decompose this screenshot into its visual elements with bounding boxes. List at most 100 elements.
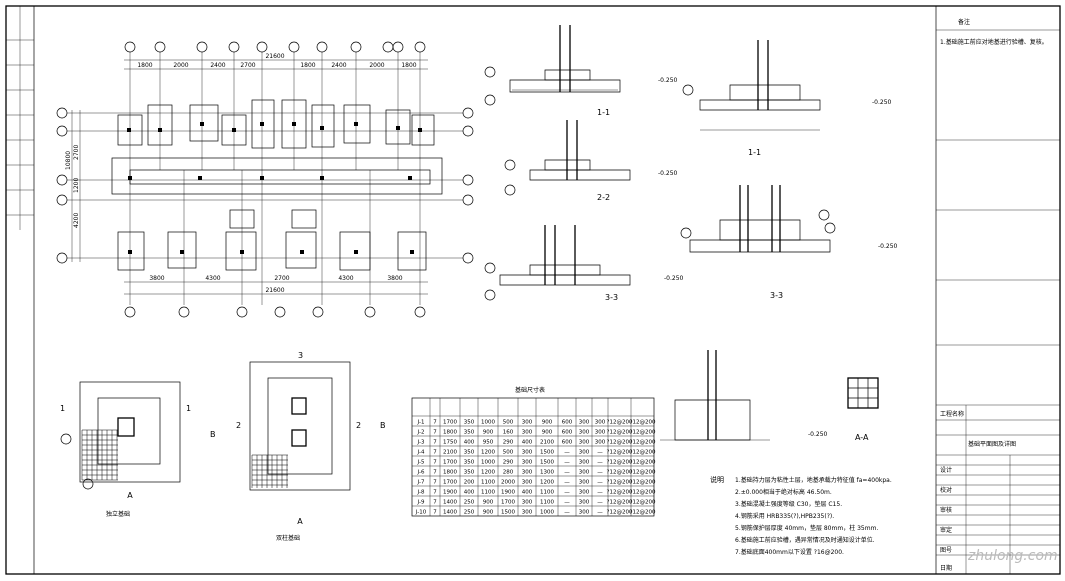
table-cell: 400 [464,490,475,496]
note-7: 7.基础底面400mm以下设置 ?16@200. [735,548,844,556]
note-4: 4.钢筋采用 HRB335(?),HPB235(?). [735,512,834,520]
table-cell: ?12@200 [630,460,656,466]
table-cell: ?12@200 [607,510,633,516]
table-cell: 300 [579,450,590,456]
table-cell: 500 [503,420,514,426]
table-cell: 300 [522,460,533,466]
note-6: 6.基础施工前应验槽，遇异常情况及时通知设计单位. [735,536,875,544]
table-cell: J-5 [417,460,425,466]
table-cell: 600 [562,430,573,436]
right-panel-title: 备注 [958,18,970,26]
dim-B-1: B [210,430,216,439]
table-cell: ?12@200 [607,500,633,506]
table-cell: 1300 [540,470,554,476]
note-2: 2.±0.000相当于绝对标高 46.50m. [735,488,832,496]
table-cell: ?12@200 [607,460,633,466]
table-cell: 2000 [501,480,515,486]
dim-left-1: 4200 [73,213,80,228]
table-cell: J-2 [417,430,425,436]
table-cell: 7 [433,470,437,476]
table-cell: 600 [562,440,573,446]
table-cell: 1100 [540,500,554,506]
right-panel-note: 1.基础施工前应对地基进行验槽、复核。 [940,38,1048,46]
table-cell: — [564,490,570,496]
table-cell: — [564,460,570,466]
grid-top-bubbles [124,41,426,53]
cut-label-1b: 1 [186,404,191,413]
table-cell: 300 [522,500,533,506]
table-cell: 300 [522,450,533,456]
table-cell: 1700 [501,500,515,506]
dim-A-1: A [127,491,133,500]
table-cell: 290 [503,440,514,446]
dim-top-total: 21600 [265,53,284,60]
table-cell: 300 [522,430,533,436]
table-cell: ?12@200 [607,420,633,426]
table-cell: ?12@200 [630,450,656,456]
table-cell: J-9 [417,500,425,506]
cut-label-1: 1 [60,404,65,413]
table-cell: 300 [579,420,590,426]
table-cell: ?12@200 [630,490,656,496]
table-cell: 500 [503,450,514,456]
table-cell: 900 [483,510,494,516]
title-block-5: 审核 [940,506,952,514]
table-cell: J-10 [415,510,427,516]
elev-6: -0.250 [808,431,828,438]
notes-label: 说明 [710,475,724,484]
table-cell: 350 [464,450,475,456]
notes-block: 说明 1.基础持力层为粘性土层，地基承载力特征值 fa=400kpa. 2.±0… [710,475,892,556]
table-cell: J-7 [417,480,425,486]
table-cell: 1400 [443,510,457,516]
table-cell: 300 [579,460,590,466]
table-cell: — [564,470,570,476]
section-label-5: 3-3 [770,291,783,300]
table-cell: 1400 [443,500,457,506]
dim-bottom-5: 3800 [387,275,402,282]
table-cell: ?12@200 [630,420,656,426]
table-cell: 300 [579,490,590,496]
cut-label-2b: 2 [356,421,361,430]
table-cell: 1000 [540,510,554,516]
dim-bottom-4: 4300 [338,275,353,282]
table-cell: 160 [503,430,514,436]
table-cell: 300 [595,420,606,426]
table-cell: 1700 [443,480,457,486]
table-cell: 900 [542,420,553,426]
table-cell: J-3 [417,440,425,446]
table-cell: 1750 [443,440,457,446]
table-cell: 250 [464,510,475,516]
table-cell: 300 [595,430,606,436]
table-cell: 1000 [481,460,495,466]
table-cell: 2100 [443,450,457,456]
table-cell: 7 [433,440,437,446]
table-cell: 300 [579,510,590,516]
table-cell: 1800 [443,470,457,476]
section-label-2: 2-2 [597,193,610,202]
section-aa: -0.250 A-A [660,350,879,442]
table-cell: 1500 [501,510,515,516]
dim-bottom-2: 4300 [205,275,220,282]
dim-A-2: A [297,517,303,526]
table-cell: 1800 [443,430,457,436]
cut-label-2: 2 [236,421,241,430]
rebar-grid-2 [251,454,288,488]
dim-left-3: 2700 [73,145,80,160]
table-cell: 1200 [481,470,495,476]
table-cell: — [597,510,603,516]
table-cell: 900 [483,430,494,436]
cut-label-3: 3 [298,351,303,360]
detail1-title: 独立基础 [106,510,130,518]
table-cell: — [597,470,603,476]
dim-top-4: 2700 [240,62,255,69]
table-cell: 300 [522,470,533,476]
section-label-1: 1-1 [597,108,610,117]
dim-top-3: 2400 [210,62,225,69]
table-cell: J-6 [417,470,425,476]
table-cell: 1500 [540,450,554,456]
elev-1: -0.250 [658,77,678,84]
table-cell: ?12@200 [607,490,633,496]
right-title-block [935,6,1060,574]
table-cell: 250 [464,500,475,506]
section-details: 1-1 -0.250 1-1 -0.250 2-2 -0.250 3-3 -0.… [484,25,898,302]
